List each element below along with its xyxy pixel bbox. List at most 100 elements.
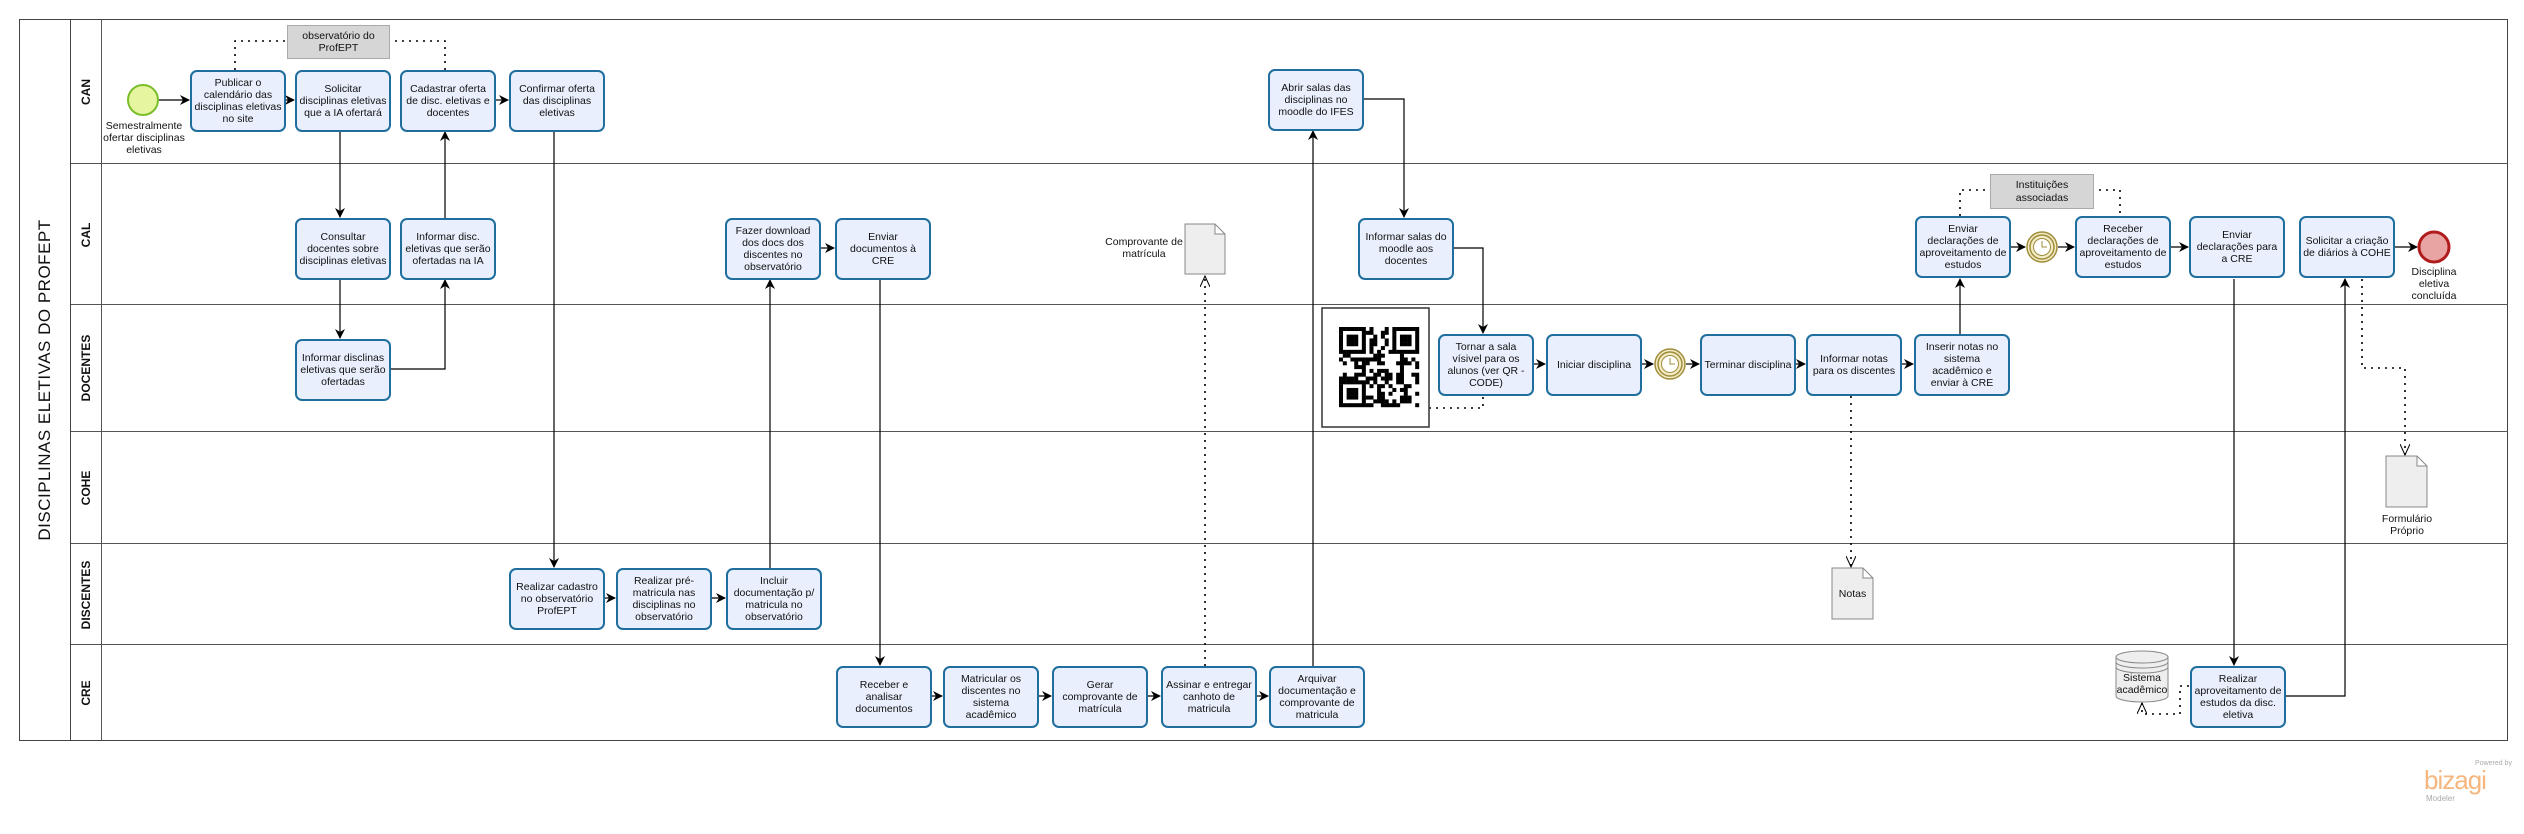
- qr-module: [1361, 372, 1366, 377]
- task-receber-analisar[interactable]: Receber e analisar documentos: [836, 666, 932, 728]
- qr-module: [1350, 387, 1355, 392]
- task-gerar-comprovante[interactable]: Gerar comprovante de matrícula: [1052, 666, 1148, 728]
- task-enviar-declaracoes-cre[interactable]: Enviar declarações para a CRE: [2189, 216, 2285, 278]
- task-cadastrar-oferta[interactable]: Cadastrar oferta de disc. eletivas e doc…: [400, 70, 496, 132]
- qr-module: [1377, 353, 1382, 358]
- qr-module: [1380, 399, 1385, 404]
- qr-module: [1346, 391, 1351, 396]
- association: [2361, 279, 2405, 455]
- task-terminar-disciplina[interactable]: Terminar disciplina: [1700, 334, 1796, 396]
- flow: [1360, 98, 1409, 218]
- database-icon: [2115, 650, 2169, 703]
- task-informar-disclinas[interactable]: Informar disclinas eletivas que serão of…: [295, 339, 391, 401]
- qr-module: [1403, 357, 1408, 362]
- qr-module: [1354, 327, 1359, 332]
- task-matricular-discentes[interactable]: Matricular os discentes no sistema acadê…: [943, 666, 1039, 728]
- task-incluir-documentacao[interactable]: Incluir documentação p/ matricula no obs…: [726, 568, 822, 630]
- qr-module: [1399, 365, 1404, 370]
- task-iniciar-disciplina[interactable]: Iniciar disciplina: [1546, 334, 1642, 396]
- start-event: [127, 84, 159, 116]
- task-publicar-calendario[interactable]: Publicar o calendário das disciplinas el…: [190, 70, 286, 132]
- qr-module: [1415, 330, 1420, 335]
- qr-module: [1399, 327, 1404, 332]
- qr-module: [1407, 349, 1412, 354]
- qr-module: [1361, 327, 1366, 332]
- document-label: Comprovante de matrícula: [1105, 236, 1183, 261]
- task-receber-declaracoes[interactable]: Receber declarações de aproveitamento de…: [2075, 216, 2171, 278]
- qr-module: [1407, 399, 1412, 404]
- qr-module: [1373, 338, 1378, 343]
- qr-module: [1361, 380, 1366, 385]
- qr-module: [1388, 403, 1393, 408]
- task-inserir-notas[interactable]: Inserir notas no sistema acadêmico e env…: [1914, 334, 2010, 396]
- qr-module: [1399, 395, 1404, 400]
- qr-module: [1339, 349, 1344, 354]
- qr-module: [1377, 372, 1382, 377]
- task-solicitar-disciplinas[interactable]: Solicitar disciplinas eletivas que a IA …: [295, 70, 391, 132]
- task-realizar-aproveitamento[interactable]: Realizar aproveitamento de estudos da di…: [2190, 666, 2286, 728]
- qr-module: [1354, 349, 1359, 354]
- qr-module: [1415, 327, 1420, 332]
- task-enviar-documentos[interactable]: Enviar documentos à CRE: [835, 218, 931, 280]
- qr-module: [1399, 376, 1404, 381]
- task-informar-salas[interactable]: Informar salas do moodle aos docentes: [1358, 218, 1454, 280]
- association: [388, 40, 446, 70]
- qr-module: [1407, 361, 1412, 366]
- qr-module: [1339, 399, 1344, 404]
- qr-module: [1399, 387, 1404, 392]
- qr-module: [1346, 403, 1351, 408]
- qr-module: [1339, 395, 1344, 400]
- qr-module: [1358, 380, 1363, 385]
- qr-module: [1354, 338, 1359, 343]
- qr-module: [1373, 357, 1378, 362]
- qr-module: [1384, 380, 1389, 385]
- end-event-label: Disciplina eletiva concluída: [2411, 266, 2457, 303]
- qr-module: [1369, 376, 1374, 381]
- task-abrir-salas[interactable]: Abrir salas das disciplinas no moodle do…: [1268, 69, 1364, 131]
- task-informar-notas[interactable]: Informar notas para os discentes: [1806, 334, 1902, 396]
- qr-module: [1377, 395, 1382, 400]
- qr-module: [1380, 391, 1385, 396]
- qr-module: [1407, 327, 1412, 332]
- qr-module: [1399, 342, 1404, 347]
- qr-module: [1346, 342, 1351, 347]
- task-pre-matricula[interactable]: Realizar pré-matricula nas disciplinas n…: [616, 568, 712, 630]
- qr-module: [1377, 387, 1382, 392]
- qr-module: [1380, 376, 1385, 381]
- qr-module: [1342, 376, 1347, 381]
- task-realizar-cadastro[interactable]: Realizar cadastro no observatório ProfEP…: [509, 568, 605, 630]
- qr-module: [1399, 368, 1404, 373]
- task-solicitar-diarios[interactable]: Solicitar a criação de diários à COHE: [2299, 216, 2395, 278]
- task-assinar-entregar[interactable]: Assinar e entregar canhoto de matricula: [1161, 666, 1257, 728]
- task-arquivar-documentacao[interactable]: Arquivar documentação e comprovante de m…: [1269, 666, 1365, 728]
- annotation-instituicoes: Instituições associadas: [1990, 174, 2094, 209]
- qr-module: [1407, 384, 1412, 389]
- qr-module: [1380, 368, 1385, 373]
- qr-module: [1361, 338, 1366, 343]
- task-tornar-sala-visivel[interactable]: Tornar a sala vísivel para os alunos (ve…: [1438, 334, 1534, 396]
- qr-module: [1384, 399, 1389, 404]
- qr-module: [1411, 349, 1416, 354]
- qr-module: [1396, 403, 1401, 408]
- lane-can: CAN: [71, 19, 2508, 164]
- qr-module: [1346, 334, 1351, 339]
- task-fazer-download[interactable]: Fazer download dos docs dos discentes no…: [725, 218, 821, 280]
- task-informar-disc[interactable]: Informar disc. eletivas que serão oferta…: [400, 218, 496, 280]
- end-event: [2417, 230, 2451, 264]
- qr-module: [1415, 349, 1420, 354]
- qr-module: [1346, 395, 1351, 400]
- qr-module: [1361, 387, 1366, 392]
- qr-module: [1384, 368, 1389, 373]
- qr-code-icon: [1339, 327, 1420, 408]
- task-confirmar-oferta[interactable]: Confirmar oferta das disciplinas eletiva…: [509, 70, 605, 132]
- qr-module: [1407, 342, 1412, 347]
- flow: [1450, 247, 1488, 334]
- qr-module: [1339, 330, 1344, 335]
- qr-module: [1384, 338, 1389, 343]
- task-consultar-docentes[interactable]: Consultar docentes sobre disciplinas ele…: [295, 218, 391, 280]
- task-enviar-declaracoes[interactable]: Enviar declarações de aproveitamento de …: [1915, 216, 2011, 278]
- qr-module: [1392, 387, 1397, 392]
- qr-module: [1342, 361, 1347, 366]
- qr-module: [1384, 403, 1389, 408]
- qr-module: [1380, 346, 1385, 351]
